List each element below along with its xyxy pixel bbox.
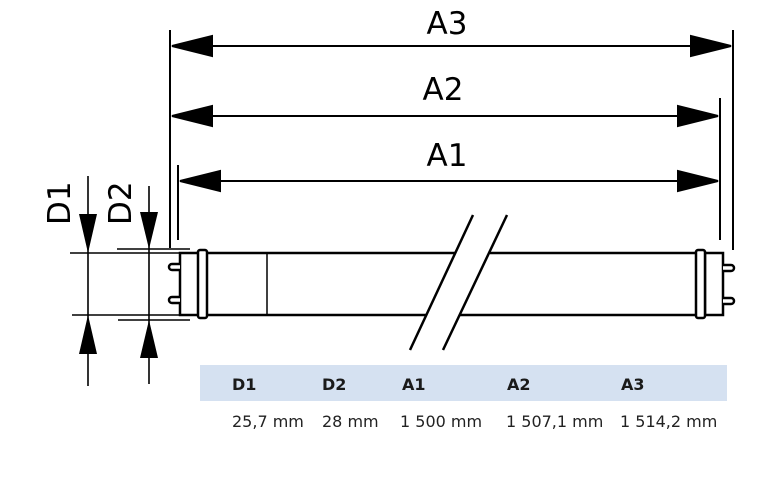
d2-arrow-top bbox=[140, 212, 158, 249]
d1-arrow-top bbox=[79, 214, 97, 253]
value-d1: 25,7 mm bbox=[232, 412, 304, 431]
d1-arrow-bottom bbox=[79, 315, 97, 354]
a3-arrow-right bbox=[690, 34, 732, 58]
d1-label: D1 bbox=[42, 181, 78, 225]
value-a2: 1 507,1 mm bbox=[506, 412, 604, 431]
table-header-band bbox=[200, 365, 727, 401]
header-d2: D2 bbox=[322, 375, 347, 394]
a3-label: A3 bbox=[427, 6, 468, 42]
header-a1: A1 bbox=[402, 375, 426, 394]
a1-arrow-left bbox=[179, 169, 221, 193]
end-ring-left bbox=[196, 248, 209, 320]
a2-label: A2 bbox=[423, 72, 464, 108]
pins-left bbox=[167, 262, 180, 305]
pins-right bbox=[723, 263, 736, 306]
d2-label: D2 bbox=[103, 181, 139, 225]
end-ring-right bbox=[694, 248, 707, 320]
header-d1: D1 bbox=[232, 375, 257, 394]
break-symbol bbox=[408, 214, 509, 351]
d2-arrow-bottom bbox=[140, 320, 158, 358]
value-a3: 1 514,2 mm bbox=[620, 412, 718, 431]
a1-arrow-right bbox=[677, 169, 719, 193]
end-cap-right bbox=[703, 251, 725, 317]
a2-arrow-right bbox=[677, 104, 719, 128]
value-a1: 1 500 mm bbox=[400, 412, 483, 431]
a1-label: A1 bbox=[427, 138, 468, 174]
a2-arrow-left bbox=[171, 104, 213, 128]
header-a3: A3 bbox=[621, 375, 645, 394]
value-d2: 28 mm bbox=[322, 412, 379, 431]
fluorescent-tube bbox=[167, 248, 736, 320]
a3-arrow-left bbox=[171, 34, 213, 58]
header-a2: A2 bbox=[507, 375, 531, 394]
